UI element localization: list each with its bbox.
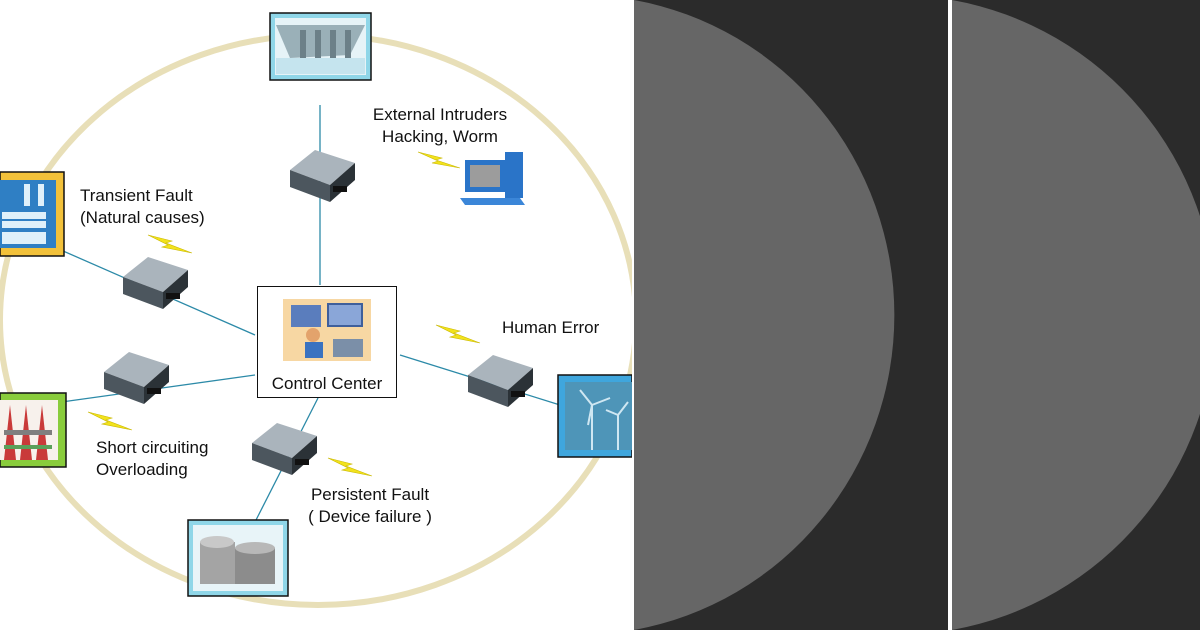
- persistent-fault-label: Persistent Fault ( Device failure ): [308, 485, 432, 526]
- server-icon: [252, 423, 317, 475]
- server-icon: [468, 355, 533, 407]
- external-intruders-label: External Intruders Hacking, Worm: [372, 105, 508, 146]
- wind-farm-image: [557, 374, 632, 458]
- scada-threat-diagram: Control Center External Intruders Hackin…: [0, 12, 632, 608]
- server-icon: [123, 257, 188, 309]
- server-icon: [104, 352, 169, 404]
- operator-image: [283, 299, 371, 361]
- decorative-panel: [634, 0, 1200, 630]
- short-circuit-label: Short circuiting Overloading: [96, 438, 209, 479]
- lightning-bolt-icon: [435, 324, 481, 344]
- diagram-graphics: [0, 12, 632, 608]
- computer-terminal-icon: [460, 152, 525, 205]
- left-half-circle: [634, 0, 895, 630]
- factory-image: [0, 171, 65, 257]
- lightning-bolt-icon: [327, 457, 373, 477]
- transient-fault-label: Transient Fault (Natural causes): [80, 186, 205, 227]
- storage-tank-image: [187, 519, 289, 597]
- server-icon: [290, 150, 355, 202]
- lightning-bolt-icon: [87, 411, 133, 431]
- control-center-label: Control Center: [271, 374, 383, 393]
- dam-image: [269, 12, 372, 81]
- panel-divider: [948, 0, 952, 630]
- power-plant-image: [0, 392, 67, 468]
- lightning-bolt-icon: [147, 234, 193, 254]
- right-half-circle: [952, 0, 1200, 630]
- control-center-node: Control Center: [257, 286, 397, 398]
- human-error-label: Human Error: [502, 318, 600, 337]
- lightning-bolt-icon: [417, 151, 461, 169]
